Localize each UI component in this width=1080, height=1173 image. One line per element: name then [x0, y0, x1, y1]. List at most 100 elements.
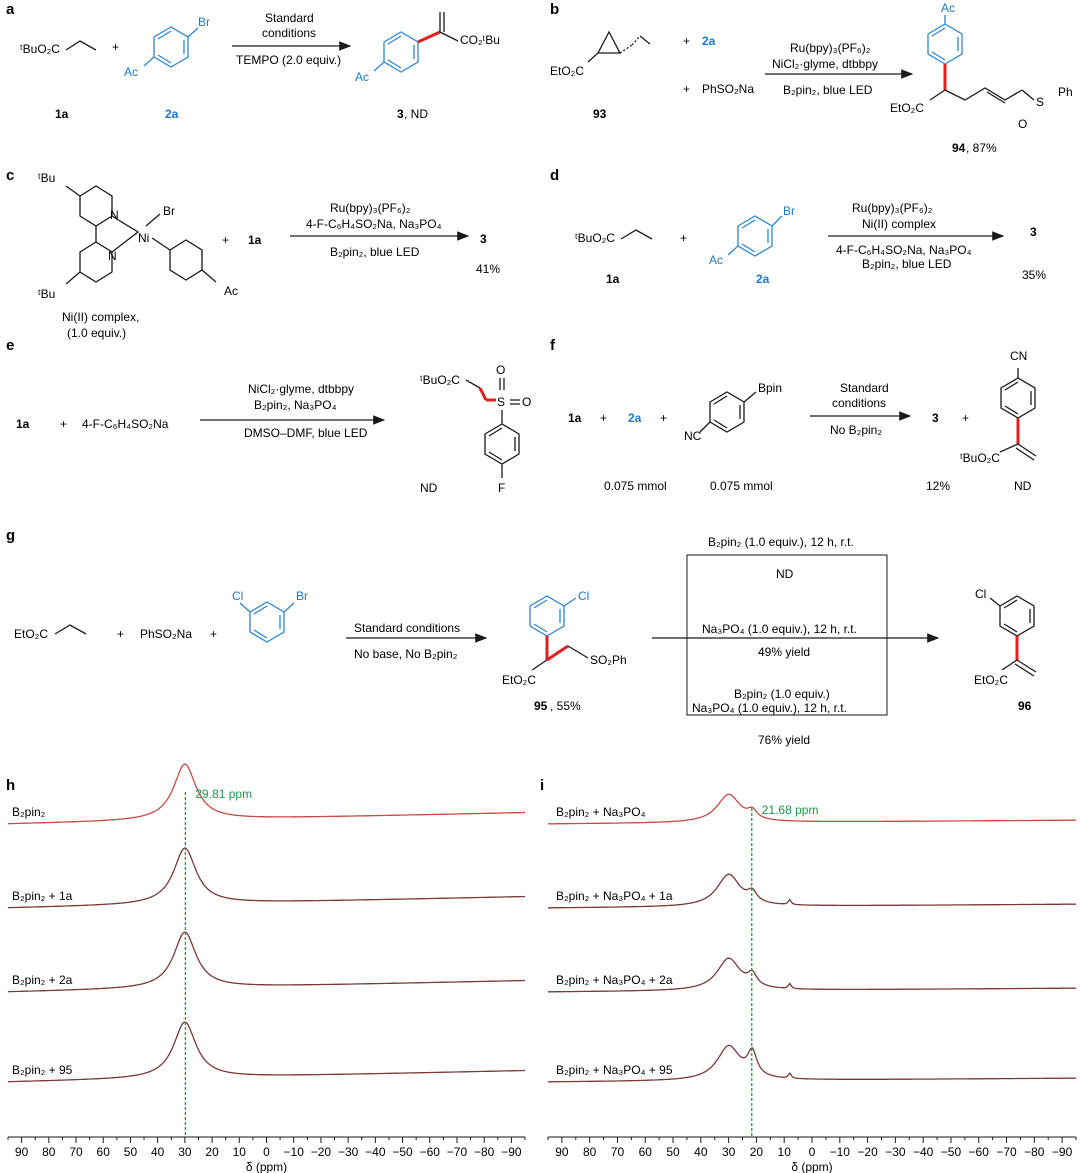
h-tick-label: 30 [178, 1145, 192, 1159]
i-spectrum-trace [548, 873, 1077, 909]
i-tick-label: −70 [996, 1145, 1017, 1159]
b-label-93: 93 [593, 107, 607, 121]
e-o-right: O [522, 395, 531, 409]
g-product-96 [989, 595, 1037, 677]
d-cond-4: B₂pin₂, blue LED [862, 257, 952, 271]
h-spectrum-trace [7, 931, 525, 993]
panel-c: c ᵗBu ᵗBu N N Ni Br Ac Ni(II) complex, (… [6, 167, 500, 340]
i-tick-label: −50 [941, 1145, 962, 1159]
h-tick-label: 10 [233, 1145, 247, 1159]
h-spectrum-trace [7, 763, 525, 825]
f-plus-2: + [660, 411, 667, 425]
i-tick-label: −10 [830, 1145, 851, 1159]
a-label-3: 3 [397, 107, 404, 121]
b-2a: 2a [702, 34, 716, 48]
b-vinylcyclopropane-93 [587, 30, 651, 63]
i-tick-label: 20 [750, 1145, 764, 1159]
g-plus-2: + [210, 627, 217, 641]
d-aryl-bromide-2a [727, 215, 783, 257]
e-sulfinate: 4-F-C₆H₄SO₂Na [82, 417, 169, 431]
c-complex-equiv: (1.0 equiv.) [67, 326, 126, 340]
i-tick-label: −80 [1024, 1145, 1045, 1159]
g-acrylate-ester: EtO₂C [14, 627, 48, 641]
h-tick-label: −90 [501, 1145, 522, 1159]
d-label-1a: 1a [606, 272, 620, 286]
g-cl: Cl [232, 589, 243, 603]
c-tbu-top: ᵗBu [38, 171, 55, 185]
i-spectrum-trace [548, 1044, 1076, 1083]
i-tick-label: 10 [778, 1145, 792, 1159]
i-spectrum-trace [548, 793, 1076, 825]
b-label-94: 94 [952, 141, 966, 155]
g-intermediate-95 [529, 595, 589, 671]
g-cond-2: No base, No B₂pin₂ [354, 647, 458, 661]
e-result: ND [420, 481, 438, 495]
h-tick-label: −20 [311, 1145, 332, 1159]
i-spectrum-label: B₂pin₂ + Na₃PO₄ + 95 [556, 1063, 673, 1077]
g-prod-ester: EtO₂C [974, 673, 1008, 687]
c-cond-3: B₂pin₂, blue LED [330, 245, 420, 259]
h-spectrum-trace [7, 847, 525, 909]
i-tick-label: 50 [666, 1145, 680, 1159]
d-1a-ester: ᵗBuO₂C [575, 231, 615, 245]
f-2a: 2a [628, 411, 642, 425]
c-plus: + [222, 233, 229, 247]
i-tick-label: 40 [694, 1145, 708, 1159]
g-label-96: 96 [1018, 699, 1032, 713]
f-plus-1: + [600, 411, 607, 425]
c-complex-name: Ni(II) complex, [62, 310, 139, 324]
i-spectra [548, 793, 1077, 1083]
d-yield: 35% [1022, 268, 1046, 282]
h-tick-label: −30 [338, 1145, 359, 1159]
c-yield: 41% [476, 262, 500, 276]
h-tick-label: 0 [263, 1145, 270, 1159]
a-aryl-bromide-2a [143, 26, 199, 68]
i-tick-label: −60 [969, 1145, 990, 1159]
g-box-3-result: 76% yield [758, 733, 810, 747]
g-int-ester: EtO₂C [502, 673, 536, 687]
g-int-so2ph: SO₂Ph [590, 653, 627, 667]
panel-b: b EtO₂C + 2a + PhSO₂Na Ru(bpy)₃(PF₆)₂ Ni… [550, 1, 1073, 155]
e-prod-ester: ᵗBuO₂C [420, 373, 460, 387]
h-spectrum-label: B₂pin₂ [12, 805, 46, 819]
panel-a: a ᵗBuO₂C + Br Ac Standard conditions TEM… [6, 1, 500, 121]
h-tick-label: 50 [124, 1145, 138, 1159]
b-prod-ac: Ac [941, 1, 955, 15]
h-tick-label: −50 [392, 1145, 413, 1159]
a-cond-2: conditions [262, 26, 316, 40]
h-spectrum-label: B₂pin₂ + 2a [12, 973, 73, 987]
panel-label-h: h [6, 777, 15, 794]
d-cond-2: Ni(II) complex [862, 217, 936, 231]
i-tick-label: −30 [885, 1145, 906, 1159]
f-cond-2: conditions [832, 396, 886, 410]
b-plus-1: + [683, 34, 690, 48]
b-cond-2: NiCl₂·glyme, dtbbpy [772, 57, 878, 71]
g-prod-cl: Cl [975, 587, 986, 601]
e-cond-2: B₂pin₂, Na₃PO₄ [254, 398, 337, 412]
i-tick-label: 70 [611, 1145, 625, 1159]
e-plus: + [60, 417, 67, 431]
a-prod-ac: Ac [355, 70, 369, 84]
a-reagent-1a-ester: ᵗBuO₂C [20, 42, 60, 56]
panel-label-c: c [6, 167, 14, 184]
e-cond-3: DMSO–DMF, blue LED [244, 426, 368, 440]
b-product-94 [927, 15, 1035, 104]
i-x-axis-label: δ (ppm) [791, 1160, 832, 1173]
h-tick-label: −80 [474, 1145, 495, 1159]
g-box-3b: Na₃PO₄ (1.0 equiv.), 12 h, r.t. [692, 701, 847, 715]
f-plus-3: + [962, 411, 969, 425]
f-cond-1: Standard [840, 381, 889, 395]
b-sulfinate: PhSO₂Na [702, 82, 754, 96]
h-tick-label: 70 [69, 1145, 83, 1159]
d-product: 3 [1030, 225, 1037, 239]
i-tick-label: −40 [913, 1145, 934, 1159]
f-amount-boronate: 0.075 mmol [710, 479, 773, 493]
e-1a: 1a [16, 417, 30, 431]
h-tick-label: −60 [420, 1145, 441, 1159]
panel-label-e: e [6, 337, 14, 354]
f-amount-2a: 0.075 mmol [604, 479, 667, 493]
panel-label-b: b [550, 1, 559, 18]
g-sulfinate: PhSO₂Na [140, 627, 192, 641]
